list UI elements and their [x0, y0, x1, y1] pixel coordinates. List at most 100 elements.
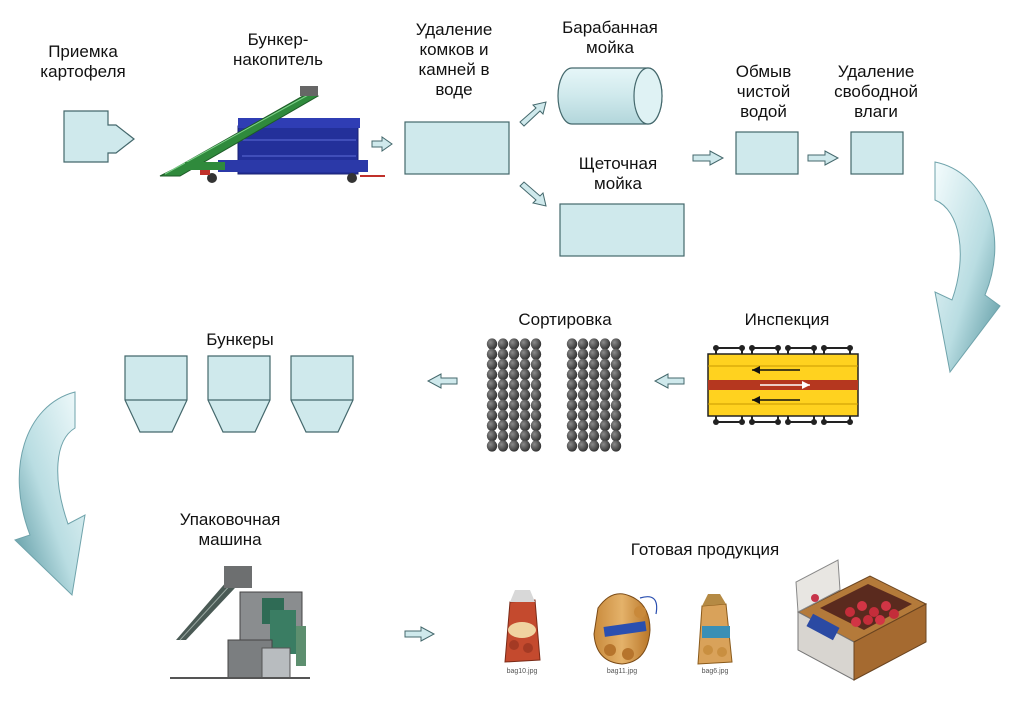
- product-box: [795, 559, 928, 681]
- potato: [486, 389, 498, 401]
- potato: [588, 399, 600, 411]
- potato: [566, 369, 578, 381]
- caption-bag-2: bag11.jpg: [606, 668, 638, 675]
- arrow-to-moisture: [807, 150, 840, 166]
- potato: [599, 379, 611, 391]
- potato: [599, 348, 611, 360]
- removal-water-box: [404, 121, 510, 175]
- potato: [599, 430, 611, 442]
- potato: [530, 348, 542, 360]
- potato: [588, 389, 600, 401]
- potato: [599, 420, 611, 432]
- potato: [610, 399, 622, 411]
- potato: [508, 348, 520, 360]
- potato: [519, 440, 531, 452]
- potato: [508, 409, 520, 421]
- label-clean-rinse: Обмыв чистой водой: [735, 62, 792, 121]
- arrow-inspection-to-sorting: [653, 373, 685, 389]
- potato: [508, 369, 520, 381]
- potato: [519, 348, 531, 360]
- potato: [588, 430, 600, 442]
- bunker-accumulator-machine: [159, 86, 385, 183]
- potato: [508, 338, 520, 350]
- potato: [588, 348, 600, 360]
- potato: [486, 409, 498, 421]
- potato: [610, 430, 622, 442]
- potato: [497, 420, 509, 432]
- potato: [519, 338, 531, 350]
- potato: [577, 440, 589, 452]
- potato: [599, 440, 611, 452]
- bunker-hopper-1: [124, 355, 188, 433]
- potato: [566, 358, 578, 370]
- potato: [530, 338, 542, 350]
- arrow-packing-to-product: [404, 626, 436, 642]
- potato: [497, 358, 509, 370]
- product-bag-1: [504, 590, 541, 663]
- label-bunker: Бункер- накопитель: [233, 30, 323, 69]
- potato: [497, 430, 509, 442]
- potato: [497, 389, 509, 401]
- potato: [566, 420, 578, 432]
- arrow-to-drum: [519, 101, 547, 127]
- caption-bag-3: bag6.jpg: [701, 668, 729, 675]
- potato: [530, 399, 542, 411]
- potato: [610, 369, 622, 381]
- potato: [566, 399, 578, 411]
- label-bunkers: Бункеры: [206, 330, 274, 349]
- arrow-bunker-to-removal: [371, 136, 393, 152]
- potato: [486, 379, 498, 391]
- potato: [566, 440, 578, 452]
- potato: [486, 338, 498, 350]
- label-brush-wash: Щеточная мойка: [578, 154, 658, 193]
- potato: [508, 379, 520, 391]
- potato: [588, 440, 600, 452]
- arrow-to-rinse: [692, 150, 725, 166]
- potato: [566, 348, 578, 360]
- potato: [577, 409, 589, 421]
- potato: [486, 369, 498, 381]
- label-free-moisture: Удаление свободной влаги: [834, 62, 918, 121]
- potato: [508, 440, 520, 452]
- potato: [588, 369, 600, 381]
- caption-bag-1: bag10.jpg: [506, 668, 538, 675]
- potato: [530, 369, 542, 381]
- label-packing: Упаковочная машина: [179, 510, 281, 549]
- potato: [599, 369, 611, 381]
- potato: [566, 409, 578, 421]
- packing-machine: [170, 566, 310, 679]
- curved-flow-arrow-left: [14, 391, 86, 597]
- label-finished: Готовая продукция: [630, 540, 780, 559]
- potato: [577, 338, 589, 350]
- potato: [588, 358, 600, 370]
- potato: [566, 389, 578, 401]
- potato: [610, 440, 622, 452]
- potato: [530, 430, 542, 442]
- potato: [530, 379, 542, 391]
- potato: [610, 420, 622, 432]
- potato: [577, 430, 589, 442]
- potato: [519, 430, 531, 442]
- potato: [588, 420, 600, 432]
- potato: [497, 440, 509, 452]
- potato: [486, 358, 498, 370]
- potato: [508, 358, 520, 370]
- bunker-hopper-3: [290, 355, 354, 433]
- drum-wash-cylinder: [557, 67, 663, 125]
- potato: [577, 420, 589, 432]
- potato: [599, 409, 611, 421]
- potato: [486, 430, 498, 442]
- free-moisture-box: [850, 131, 904, 175]
- inspection-conveyor: [707, 345, 859, 425]
- label-sorting: Сортировка: [518, 310, 612, 329]
- potato: [519, 420, 531, 432]
- potato: [519, 379, 531, 391]
- product-bag-3: [697, 594, 733, 665]
- potato: [577, 358, 589, 370]
- potato: [610, 348, 622, 360]
- sorting-potatoes: [486, 338, 622, 452]
- label-inspection: Инспекция: [744, 310, 830, 329]
- potato: [519, 399, 531, 411]
- potato: [577, 348, 589, 360]
- potato: [610, 338, 622, 350]
